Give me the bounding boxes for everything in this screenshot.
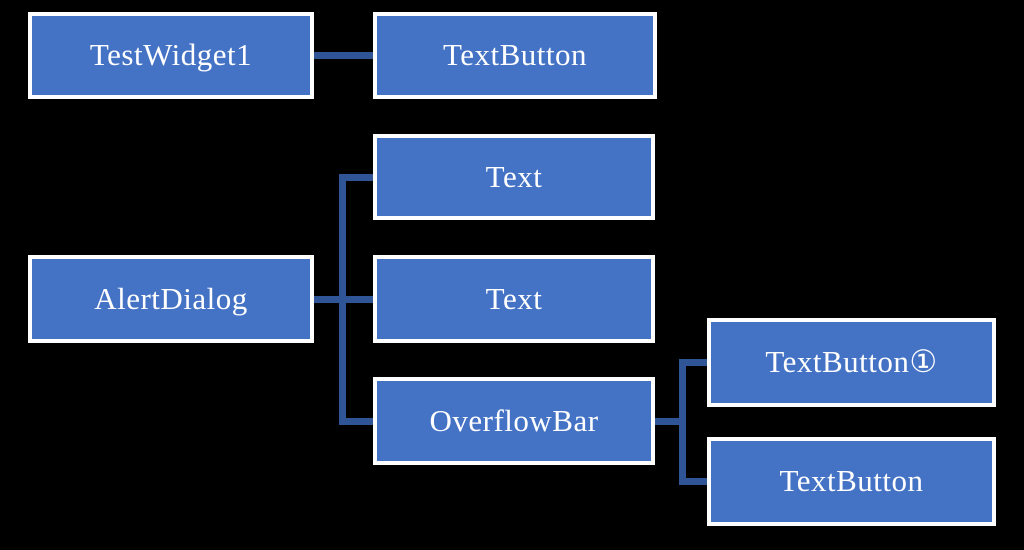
edge-overflowbar-stub: [654, 418, 686, 425]
edge-overflowbar-trunk: [679, 359, 686, 485]
node-overflowbar: OverflowBar: [373, 377, 655, 465]
node-text-1: Text: [373, 134, 655, 220]
edge-overflowbar-textbutton1: [679, 359, 708, 366]
node-textbutton-bottom: TextButton: [707, 437, 996, 526]
edge-testwidget1-textbutton: [312, 52, 374, 59]
node-textbutton-circled: TextButton①: [707, 318, 996, 407]
node-alertdialog-label: AlertDialog: [94, 280, 248, 316]
edge-alertdialog-overflowbar: [339, 418, 374, 425]
node-textbutton-circled-label: TextButton①: [765, 344, 938, 379]
edge-alertdialog-text1: [339, 174, 374, 181]
node-textbutton-top: TextButton: [373, 12, 657, 99]
node-text-2: Text: [373, 255, 655, 343]
edge-overflowbar-textbutton2: [679, 478, 708, 485]
node-overflowbar-label: OverflowBar: [429, 402, 599, 438]
node-text-1-label: Text: [485, 158, 543, 194]
node-text-2-label: Text: [485, 280, 543, 316]
node-alertdialog: AlertDialog: [28, 255, 314, 343]
edge-alertdialog-trunk: [339, 174, 346, 425]
node-textbutton-top-label: TextButton: [442, 37, 588, 72]
node-testwidget1: TestWidget1: [28, 12, 314, 99]
node-textbutton-bottom-label: TextButton: [779, 463, 924, 498]
node-testwidget1-label: TestWidget1: [89, 37, 253, 72]
